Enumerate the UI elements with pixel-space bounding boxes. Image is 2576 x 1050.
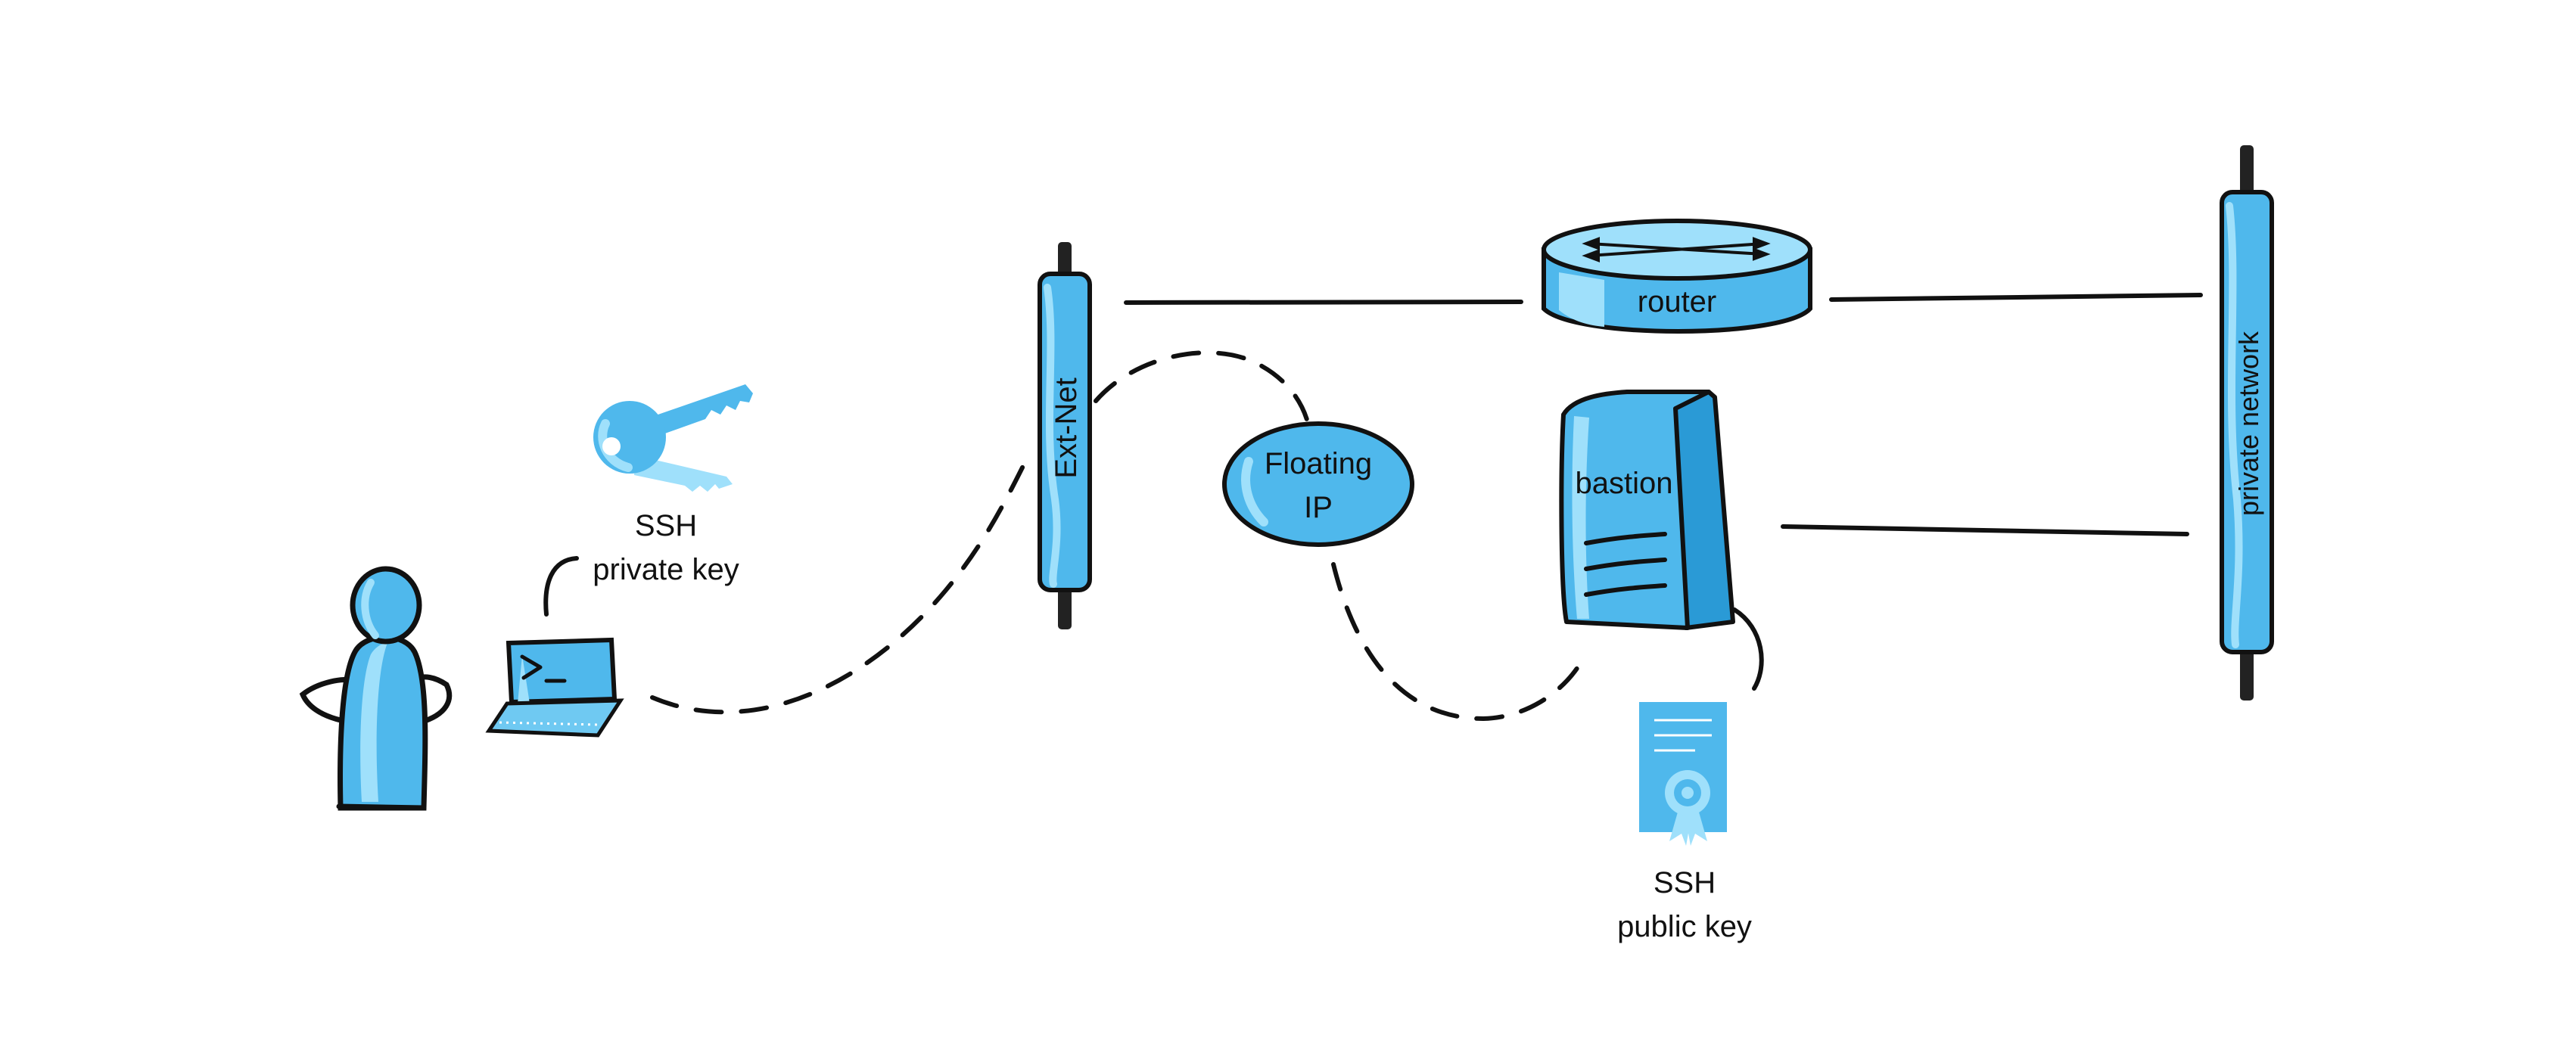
user-icon xyxy=(299,566,453,811)
ext-net-network-bar: Ext-Net xyxy=(1038,242,1092,629)
private-key-label-line1: SSH xyxy=(635,509,697,542)
hook-laptop-private-key xyxy=(543,556,579,617)
server-icon: bastion xyxy=(1559,390,1735,630)
private-network-bar: private network xyxy=(2220,145,2274,701)
router-label: router xyxy=(1638,285,1717,318)
link-router-private-network xyxy=(1829,293,2203,302)
floating-ip-label-line2: IP xyxy=(1304,491,1333,524)
ssh-path-extnet-floating-ip xyxy=(1094,350,1310,424)
ssh-path-floating-ip-bastion xyxy=(1331,562,1588,722)
public-key-label-line1: SSH xyxy=(1654,866,1716,899)
router-icon: router xyxy=(1542,219,1812,334)
hook-bastion-public-key xyxy=(1732,607,1764,691)
link-bastion-private-network xyxy=(1781,524,2189,536)
keys-icon xyxy=(593,384,753,492)
floating-ip-node: Floating IP xyxy=(1222,421,1414,547)
certificate-icon xyxy=(1639,702,1727,846)
public-key-label-line2: public key xyxy=(1617,910,1752,943)
private-key-label-line2: private key xyxy=(593,553,739,586)
floating-ip-label-line1: Floating xyxy=(1265,447,1372,480)
link-extnet-router xyxy=(1124,300,1523,305)
ssh-path-laptop-extnet xyxy=(650,459,1028,715)
bastion-label: bastion xyxy=(1576,467,1673,500)
private-network-label: private network xyxy=(2233,331,2264,516)
laptop-terminal-icon xyxy=(485,637,624,738)
ext-net-label: Ext-Net xyxy=(1050,377,1083,478)
